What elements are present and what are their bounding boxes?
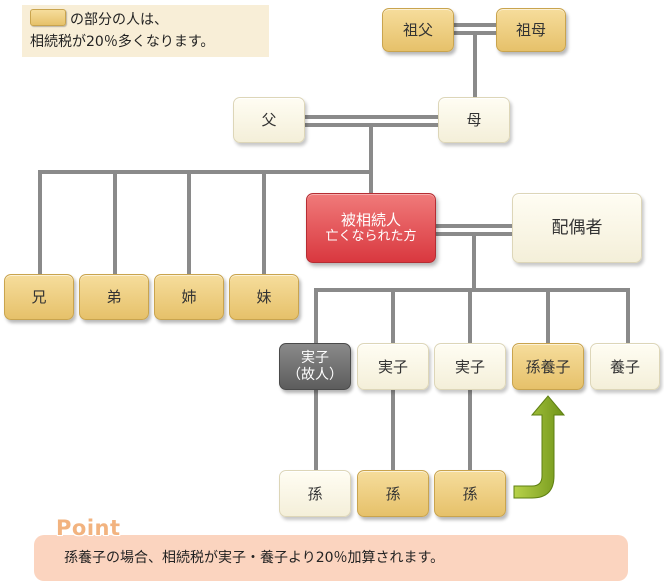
node-grandchild-adopted: 孫養子 xyxy=(512,343,584,390)
deceased-child-label: 実子 xyxy=(301,349,329,366)
node-father: 父 xyxy=(233,97,305,143)
arrow-up-icon xyxy=(513,395,566,499)
legend: の部分の人は、 相続税が20％多くなります。 xyxy=(22,5,269,57)
node-elder-brother: 兄 xyxy=(4,274,74,320)
legend-line-1-text: の部分の人は、 xyxy=(70,12,168,28)
node-grandchild-1: 孫 xyxy=(279,470,351,517)
node-grandchild-2: 孫 xyxy=(357,470,429,517)
node-child-1: 実子 xyxy=(357,343,429,390)
node-elder-sister: 姉 xyxy=(154,274,224,320)
decedent-sublabel: 亡くなられた方 xyxy=(325,229,417,245)
node-mother: 母 xyxy=(438,97,510,143)
decedent-label: 被相続人 xyxy=(340,211,401,230)
node-child-2: 実子 xyxy=(434,343,506,390)
node-grandmother: 祖母 xyxy=(496,8,566,52)
point-box xyxy=(34,535,628,581)
deceased-child-sublabel: （故人） xyxy=(287,366,343,383)
legend-swatch xyxy=(30,9,66,26)
node-spouse: 配偶者 xyxy=(512,193,642,263)
point-title: Point xyxy=(56,516,121,540)
node-grandfather: 祖父 xyxy=(382,8,454,52)
legend-line-1: の部分の人は、 xyxy=(30,9,261,31)
node-younger-brother: 弟 xyxy=(79,274,149,320)
node-deceased-child: 実子 （故人） xyxy=(279,343,351,390)
node-adopted-child: 養子 xyxy=(590,343,660,390)
node-grandchild-3: 孫 xyxy=(434,470,506,517)
node-younger-sister: 妹 xyxy=(229,274,299,320)
node-decedent: 被相続人 亡くなられた方 xyxy=(306,193,436,263)
point-text: 孫養子の場合、相続税が実子・養子より20％加算されます。 xyxy=(64,550,445,566)
legend-line-2: 相続税が20％多くなります。 xyxy=(30,34,215,50)
